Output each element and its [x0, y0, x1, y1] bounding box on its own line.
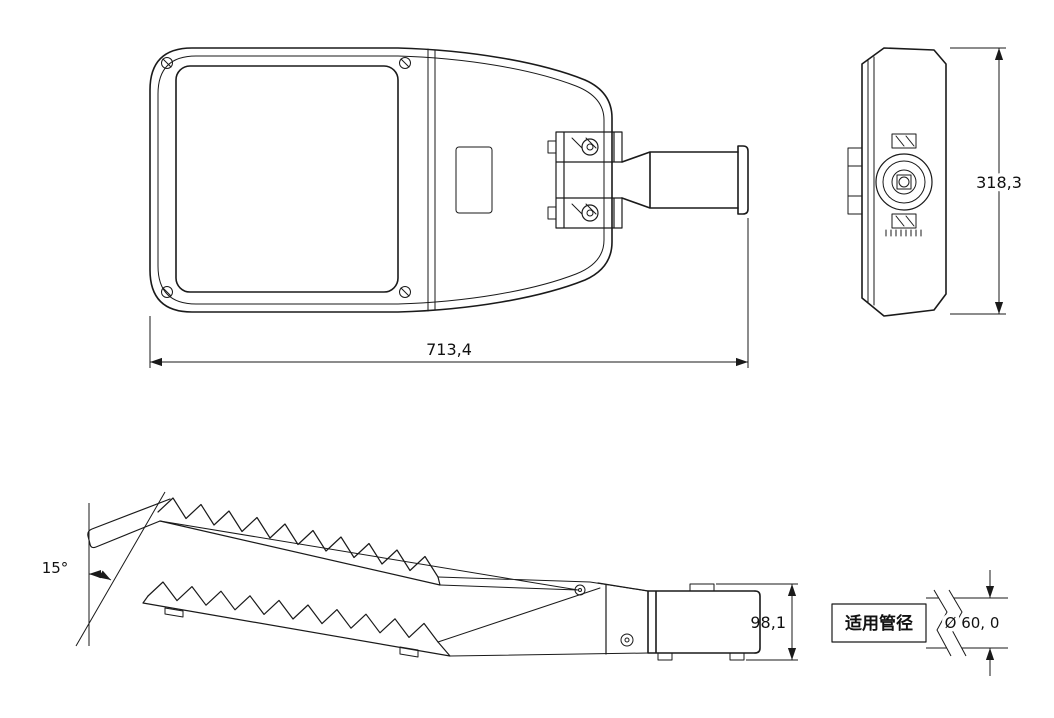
- end-view: [847, 47, 947, 317]
- center-boss: [896, 174, 912, 190]
- mount-arm-end-cap: [737, 145, 749, 215]
- bracket-hatching: [571, 137, 597, 215]
- lamp-body-outline: [149, 47, 613, 313]
- pivot: [574, 584, 586, 596]
- nameplate: [455, 146, 493, 214]
- pipe-detail: 适用管径 Ø 60, 0: [831, 570, 1008, 676]
- front-nose: [87, 498, 171, 549]
- bottom-feet: [164, 607, 419, 658]
- screw: [161, 286, 173, 298]
- dim-mount-height-text: 98,1: [750, 613, 786, 632]
- dim-tilt-angle-text: 15°: [42, 559, 69, 577]
- side-tab: [847, 147, 863, 215]
- break-mask: [934, 590, 966, 656]
- clamp-center: [898, 176, 910, 188]
- top-view: [149, 47, 749, 313]
- dim-overall-length-text: 713,4: [426, 340, 472, 359]
- bolt-hatching: [895, 135, 915, 227]
- knuckle-bolt-center: [624, 637, 630, 643]
- pipe-label-text: 适用管径: [845, 613, 913, 634]
- lower-plate: [142, 595, 451, 657]
- clamp-ring: [882, 160, 926, 204]
- angle-arc: [88, 570, 112, 581]
- mount-arm: [621, 151, 739, 209]
- upper-plate: [159, 520, 441, 586]
- lower-fins: [147, 581, 439, 643]
- lamp-body-inner-contour: [157, 55, 605, 305]
- knuckle: [597, 582, 649, 655]
- dim-pipe-diameter-text: Ø 60, 0: [945, 614, 1000, 632]
- screw: [399, 57, 411, 69]
- knuckle-bolt: [620, 633, 634, 647]
- pivot-center: [578, 588, 582, 592]
- linkage-lines: [159, 520, 649, 657]
- dimension-tilt-angle: 15°: [42, 491, 166, 647]
- upper-fins: [157, 497, 439, 578]
- pipe-label-box: [831, 603, 927, 643]
- bolt: [581, 204, 599, 222]
- arm-feet: [657, 652, 745, 661]
- arm-top-bump: [689, 583, 715, 592]
- break-lines: [933, 589, 967, 657]
- housing-seam-lines: [427, 48, 436, 312]
- screw-slots: [162, 58, 410, 297]
- side-elevation: [87, 497, 761, 661]
- clamp-bolt-block: [891, 133, 917, 149]
- end-view-outline: [861, 47, 947, 317]
- arm-body: [647, 590, 756, 654]
- clamp-ring: [891, 169, 917, 195]
- screw: [161, 57, 173, 69]
- lens-panel: [175, 65, 399, 293]
- dimension-overall-width: 318,3: [950, 47, 1025, 315]
- angle-reference-lines: [75, 491, 166, 647]
- clamp-ring: [875, 153, 933, 211]
- bolt-center: [586, 143, 594, 151]
- bolt: [581, 138, 599, 156]
- lens-edge-lines: [867, 56, 875, 306]
- serration-ticks: [885, 229, 922, 237]
- dimension-overall-length: 713,4: [149, 218, 749, 368]
- bracket-side-lugs: [547, 140, 557, 220]
- arm-end-cap: [754, 590, 761, 654]
- screw: [399, 286, 411, 298]
- clamp-bolt-block: [891, 213, 917, 229]
- dim-overall-width-text: 318,3: [976, 173, 1022, 192]
- bolt-center: [586, 209, 594, 217]
- extension-lines: [716, 583, 798, 661]
- dimension-mount-height: 98,1: [716, 583, 798, 661]
